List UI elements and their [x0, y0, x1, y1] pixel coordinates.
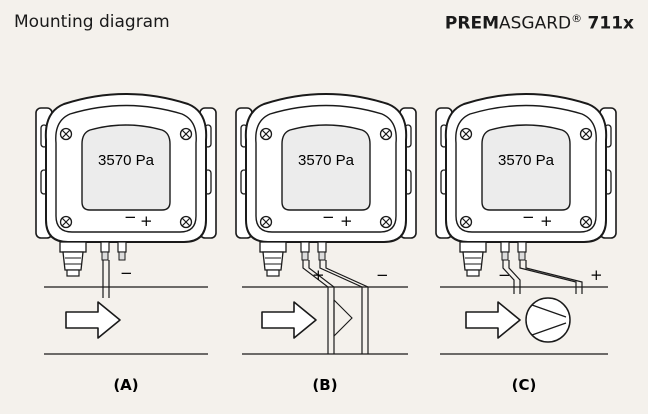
- flow-arrow-a: [65, 301, 121, 339]
- brand-regular: ASGARD: [499, 13, 572, 34]
- duct-plus-label-b: +: [312, 266, 325, 284]
- display-value-c: 3570 Pa: [498, 152, 555, 169]
- brand-bold: PREM: [444, 13, 499, 34]
- tube-plus-c: [519, 260, 583, 294]
- panel-c: 3570 Pa − + − + (C): [436, 94, 616, 394]
- port-minus-label-c: −: [522, 208, 535, 226]
- registered-mark: ®: [571, 12, 583, 25]
- port-minus-label-b: −: [322, 208, 335, 226]
- port-plus-label-c: +: [540, 212, 553, 230]
- tube-plus-b: [319, 260, 369, 354]
- duct-plus-label-c: +: [590, 266, 603, 284]
- page-title: Mounting diagram: [14, 12, 170, 32]
- transmitter-c: [436, 94, 616, 276]
- product-name: PREMASGARD® 711x: [445, 12, 634, 34]
- port-plus-label-b: +: [340, 212, 353, 230]
- transmitter-b: [236, 94, 416, 276]
- duct-minus-label-c: −: [498, 266, 511, 284]
- transmitter-a: [36, 94, 216, 276]
- panel-a: 3570 Pa − + − (A): [36, 94, 216, 394]
- orifice-b: [333, 299, 353, 338]
- port-minus-label-a: −: [124, 208, 137, 226]
- duct-minus-label-a: −: [120, 264, 133, 282]
- panel-b: 3570 Pa − + + − (B): [236, 94, 416, 394]
- tube-minus-a: [102, 260, 110, 298]
- flow-arrow-b: [261, 301, 317, 339]
- panel-label-c: (C): [512, 376, 537, 394]
- duct-minus-label-b: −: [376, 266, 389, 284]
- display-value-a: 3570 Pa: [98, 152, 155, 169]
- brand-model: 711x: [587, 13, 634, 34]
- port-plus-label-a: +: [140, 212, 153, 230]
- panel-label-b: (B): [312, 376, 337, 394]
- fan-icon: [525, 297, 571, 343]
- panel-label-a: (A): [113, 376, 138, 394]
- display-value-b: 3570 Pa: [298, 152, 355, 169]
- flow-arrow-c: [465, 301, 521, 339]
- tube-minus-c: [502, 260, 521, 294]
